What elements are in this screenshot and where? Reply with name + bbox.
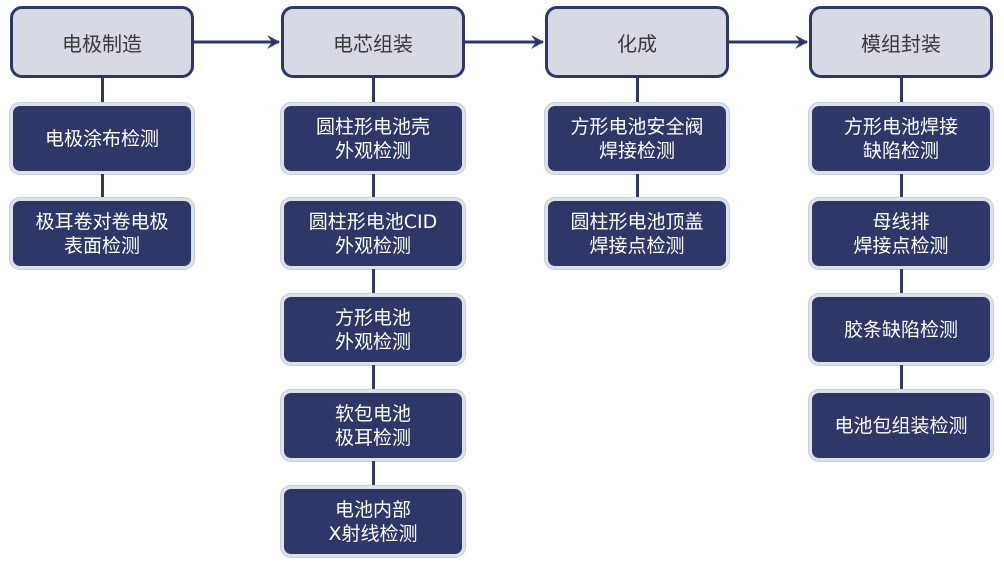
connector-line <box>371 269 375 294</box>
flow-arrow <box>465 35 544 49</box>
inspection-item-label: 缺陷检测 <box>862 139 939 162</box>
inspection-item-label: X射线检测 <box>328 522 418 545</box>
connector-line <box>899 78 903 103</box>
inspection-item: 电池包组装检测 <box>809 390 993 461</box>
inspection-item: 胶条缺陷检测 <box>809 294 993 365</box>
arrowhead-icon <box>795 35 808 49</box>
inspection-item-label: 电极涂布检测 <box>44 127 159 150</box>
inspection-item-label: 方形电池焊接 <box>843 115 958 138</box>
inspection-item-label: 圆柱形电池顶盖 <box>570 210 704 233</box>
inspection-item-label: 电池内部 <box>334 498 411 521</box>
stage-box: 化成 <box>545 6 729 78</box>
connector-line <box>100 78 104 103</box>
stage-label: 化成 <box>617 31 657 56</box>
inspection-item: 电极涂布检测 <box>10 103 194 174</box>
inspection-item-label: 方形电池 <box>334 306 411 329</box>
inspection-item-label: 圆柱形电池CID <box>308 210 438 233</box>
connector-line <box>635 78 639 103</box>
inspection-item: 软包电池极耳检测 <box>281 390 465 461</box>
inspection-item: 方形电池外观检测 <box>281 294 465 365</box>
inspection-item-label: 外观检测 <box>334 234 411 257</box>
connector-line <box>635 174 639 198</box>
connector-line <box>899 269 903 294</box>
connector-line <box>371 174 375 198</box>
inspection-item-label: 方形电池安全阀 <box>570 115 704 138</box>
inspection-item: 母线排焊接点检测 <box>809 198 993 269</box>
stage-box: 电芯组装 <box>281 6 465 78</box>
inspection-item-label: 圆柱形电池壳 <box>315 115 430 138</box>
inspection-item: 方形电池焊接缺陷检测 <box>809 103 993 174</box>
connector-line <box>371 461 375 486</box>
inspection-item: 圆柱形电池壳外观检测 <box>281 103 465 174</box>
stage-label: 电芯组装 <box>333 31 413 56</box>
inspection-item: 极耳卷对卷电极表面检测 <box>10 198 194 269</box>
stage-box: 模组封装 <box>809 6 993 78</box>
inspection-item-label: 电池包组装检测 <box>834 414 968 437</box>
inspection-item-label: 焊接点检测 <box>589 234 685 257</box>
inspection-item-label: 外观检测 <box>334 330 411 353</box>
connector-line <box>899 365 903 390</box>
connector-line <box>371 365 375 390</box>
inspection-item-label: 焊接点检测 <box>853 234 949 257</box>
inspection-item: 方形电池安全阀焊接检测 <box>545 103 729 174</box>
stage-box: 电极制造 <box>10 6 194 78</box>
inspection-item: 圆柱形电池顶盖焊接点检测 <box>545 198 729 269</box>
inspection-item-label: 胶条缺陷检测 <box>843 318 958 341</box>
inspection-item-label: 软包电池 <box>334 402 411 425</box>
inspection-item-label: 表面检测 <box>63 234 140 257</box>
connector-line <box>371 78 375 103</box>
inspection-item-label: 外观检测 <box>334 139 411 162</box>
inspection-item-label: 母线排 <box>872 210 930 233</box>
arrowhead-icon <box>267 35 280 49</box>
inspection-item-label: 焊接检测 <box>598 139 675 162</box>
arrowhead-icon <box>531 35 544 49</box>
flow-arrow <box>194 35 280 49</box>
connector-line <box>100 174 104 198</box>
flow-arrow <box>729 35 808 49</box>
connector-line <box>899 174 903 198</box>
stage-label: 电极制造 <box>62 31 142 56</box>
inspection-item-label: 极耳卷对卷电极 <box>35 210 169 233</box>
stage-label: 模组封装 <box>861 31 941 56</box>
inspection-item-label: 极耳检测 <box>334 426 411 449</box>
